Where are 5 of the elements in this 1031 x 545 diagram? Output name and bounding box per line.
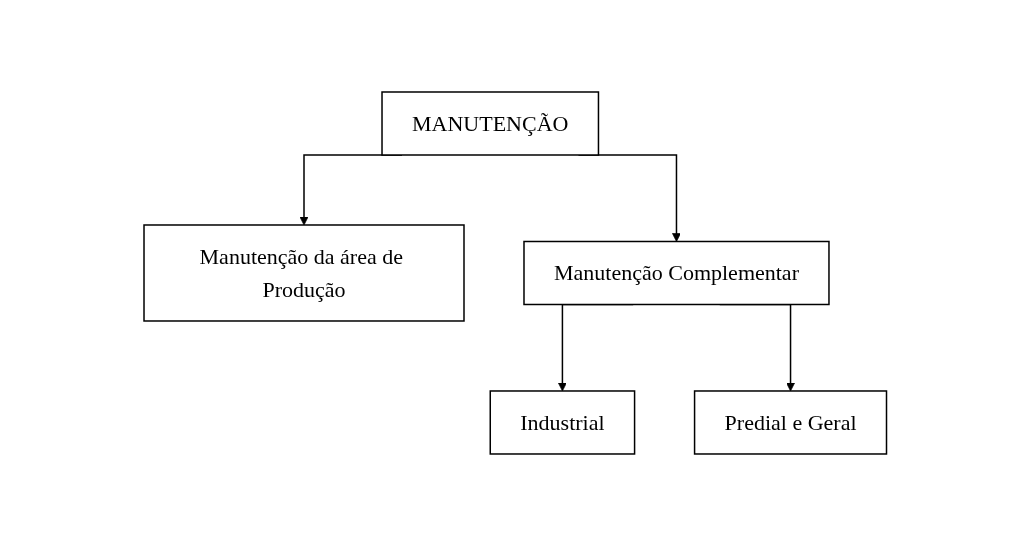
node-box: Industrial (489, 389, 636, 455)
node-box: Manutenção da área de Produção (143, 223, 465, 322)
node-box: Manutenção Complementar (523, 240, 830, 305)
node-box: MANUTENÇÃO (381, 90, 600, 156)
node-box: Predial e Geral (694, 389, 888, 455)
